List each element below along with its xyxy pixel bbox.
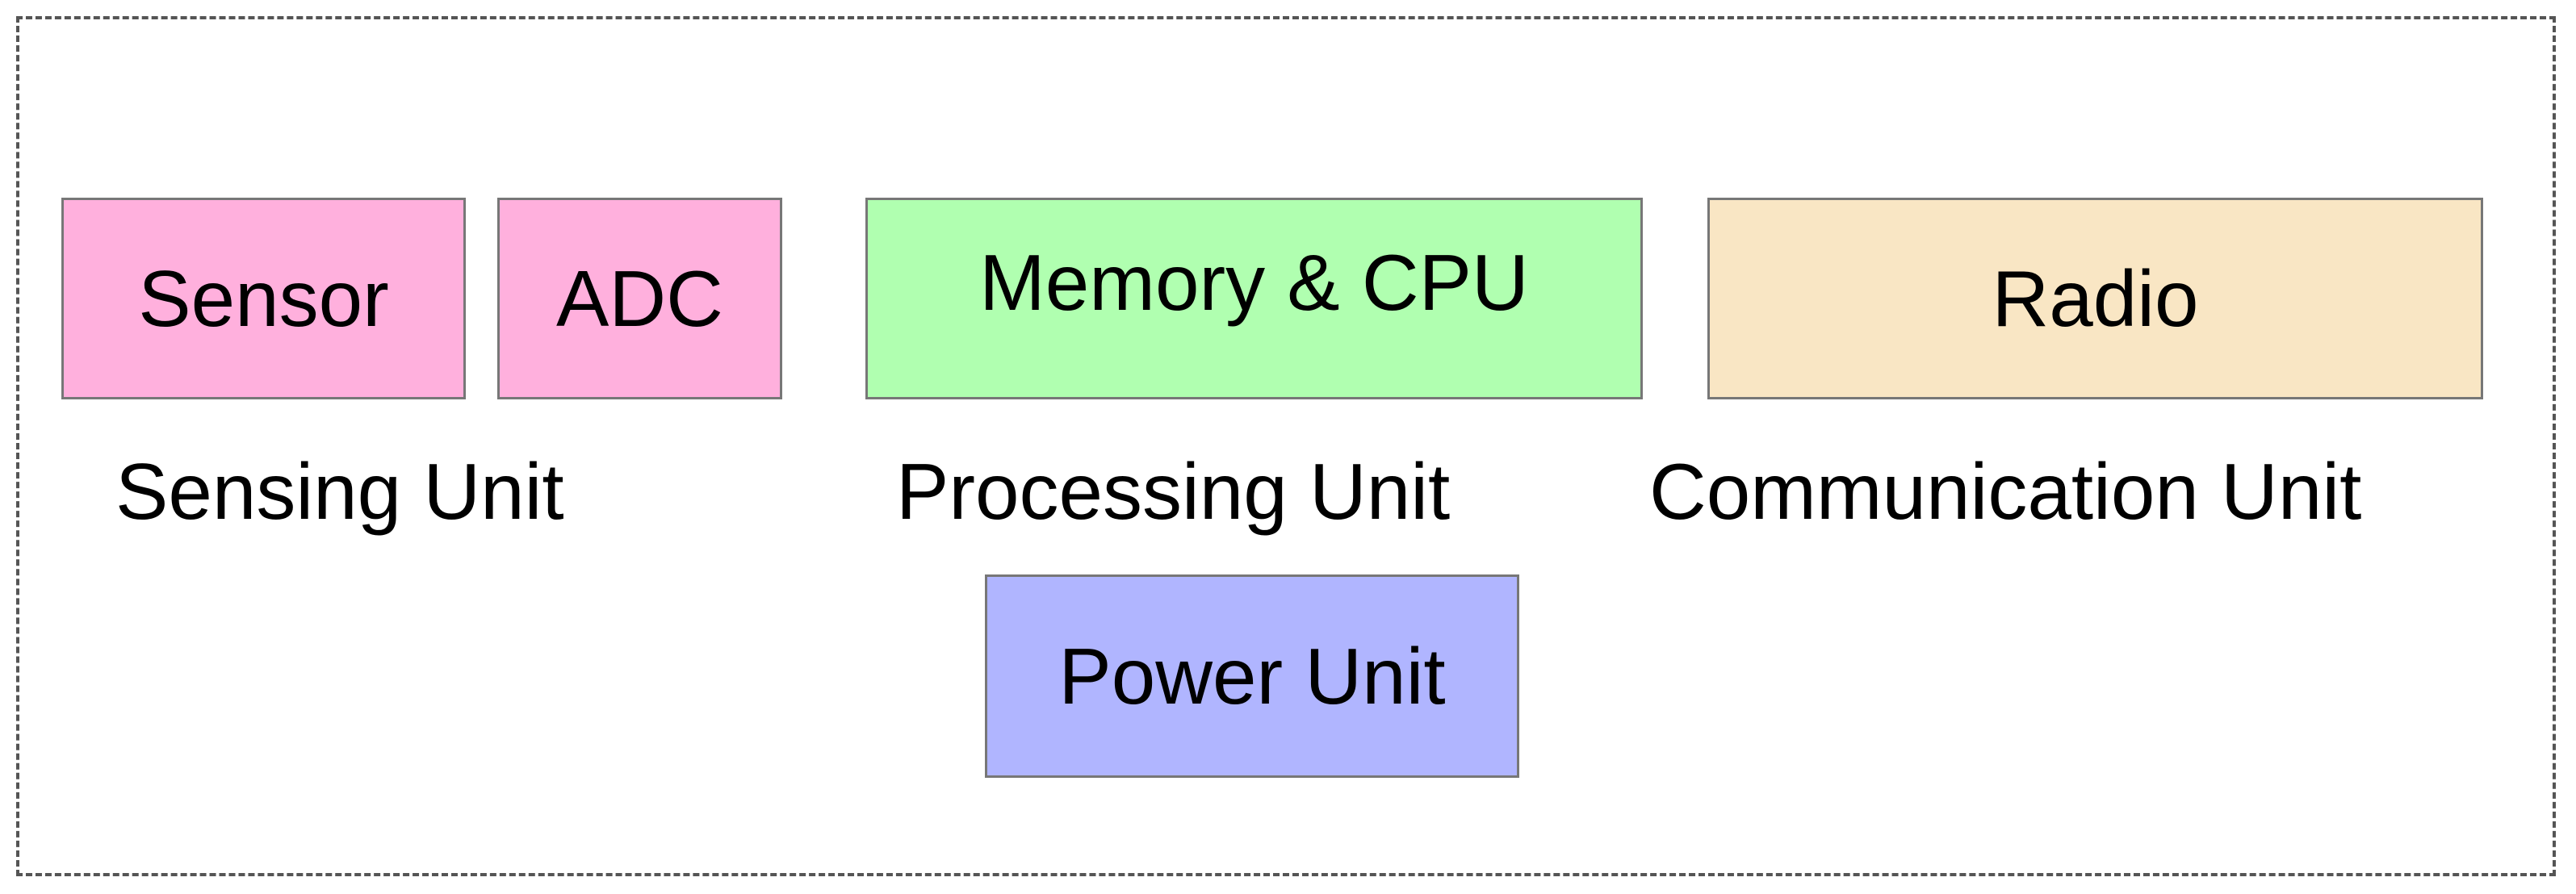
memory-cpu-block: Memory & CPU [865, 198, 1643, 399]
diagram-frame [16, 16, 2556, 876]
memory-cpu-label: Memory & CPU [979, 238, 1529, 327]
power-unit-block: Power Unit [985, 574, 1519, 778]
sensor-label: Sensor [138, 254, 389, 343]
communication-unit-caption: Communication Unit [1649, 447, 2362, 536]
radio-label: Radio [1992, 254, 2199, 343]
power-unit-label: Power Unit [1058, 632, 1446, 721]
adc-block: ADC [497, 198, 782, 399]
adc-label: ADC [556, 254, 723, 343]
processing-unit-caption: Processing Unit [896, 447, 1451, 536]
radio-block: Radio [1707, 198, 2483, 399]
sensing-unit-caption: Sensing Unit [115, 447, 564, 536]
sensor-block: Sensor [61, 198, 466, 399]
